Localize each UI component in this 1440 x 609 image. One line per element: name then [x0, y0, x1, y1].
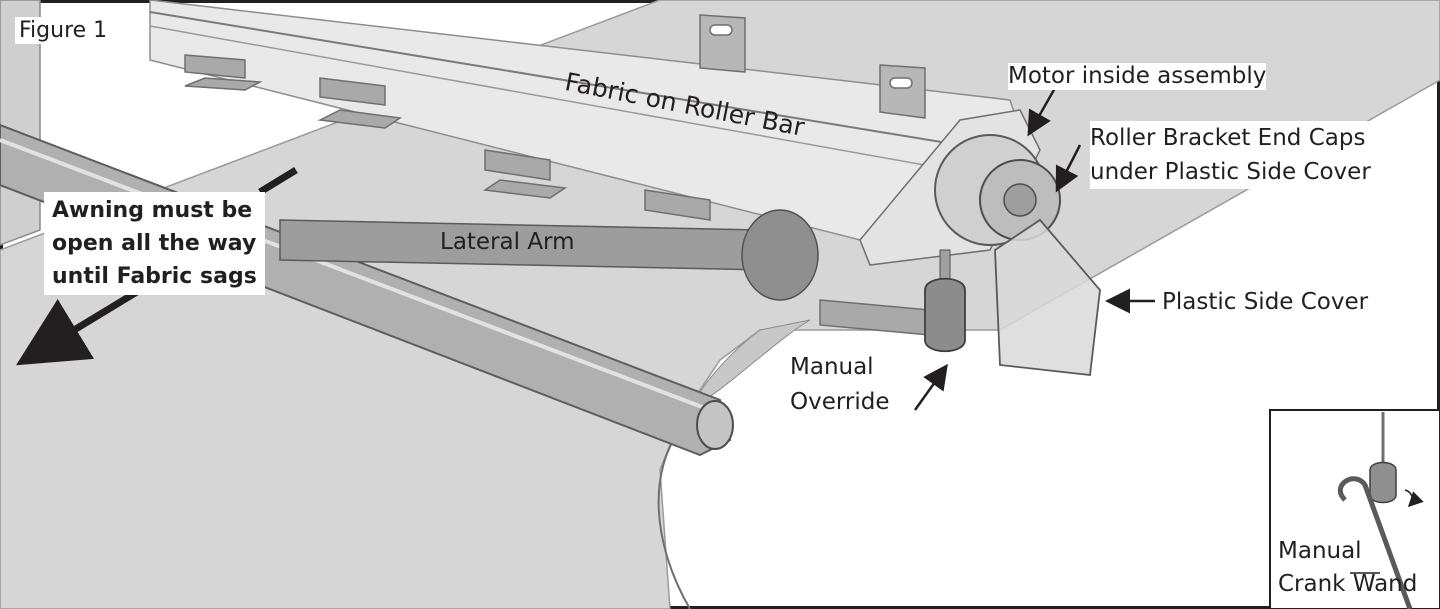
- crank-wand-label: Manual Crank Wand: [1278, 538, 1418, 597]
- figure-label: Figure 1: [15, 17, 114, 44]
- crank-wand-inset: [1269, 409, 1440, 609]
- callout-arrows: [913, 87, 1155, 411]
- end-caps-label: Roller Bracket End Caps under Plastic Si…: [1090, 121, 1371, 189]
- roller-bar-highlight-2: [149, 25, 981, 176]
- side-cover-label: Plastic Side Cover: [1162, 289, 1369, 316]
- manual-override-label: Manual Override: [790, 350, 890, 420]
- manual-override-knob: [924, 249, 966, 353]
- front-lead-bar-shine: [0, 138, 711, 412]
- motor-label: Motor inside assembly: [1008, 63, 1267, 90]
- roller-bar-highlight: [149, 11, 991, 151]
- arm-joint: [741, 209, 819, 301]
- fabric-lower-edge: [657, 429, 691, 609]
- extension-direction-arrow: [16, 167, 298, 366]
- awning-open-warning: Awning must be open all the way until Fa…: [44, 192, 265, 295]
- support-brackets: [184, 54, 931, 336]
- lead-bar-end-cap: [696, 400, 734, 450]
- wall-mount-tabs: [699, 14, 926, 119]
- plastic-side-cover: [994, 218, 1101, 376]
- lateral-arm-label: Lateral Arm: [440, 229, 575, 255]
